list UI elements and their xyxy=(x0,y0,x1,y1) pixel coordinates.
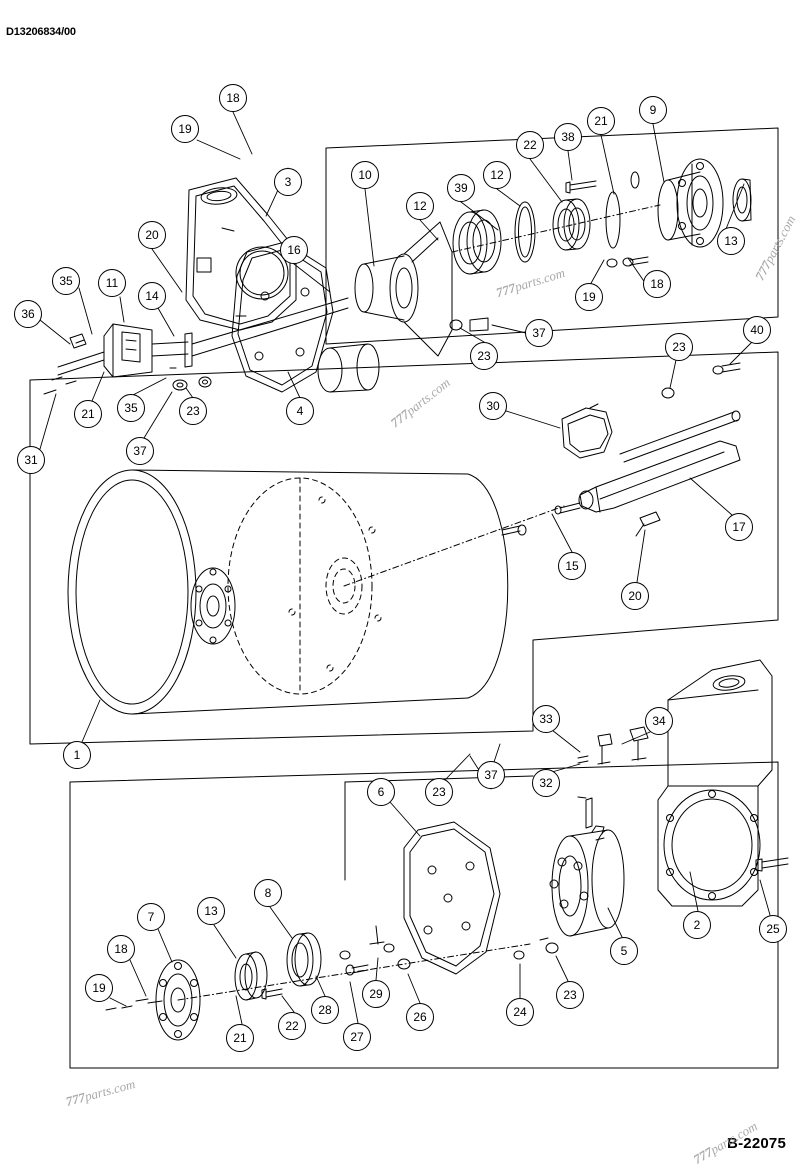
part-balloon-38[interactable]: 38 xyxy=(554,123,582,151)
part-balloon-26[interactable]: 26 xyxy=(406,1003,434,1031)
plate-item4 xyxy=(231,241,334,393)
part-balloon-32[interactable]: 32 xyxy=(532,769,560,797)
part-balloon-22[interactable]: 22 xyxy=(516,131,544,159)
part-balloon-6[interactable]: 6 xyxy=(367,778,395,806)
part-balloon-33[interactable]: 33 xyxy=(532,705,560,733)
part-balloon-14[interactable]: 14 xyxy=(138,282,166,310)
part-balloon-20[interactable]: 20 xyxy=(621,582,649,610)
housing-item2 xyxy=(657,659,789,907)
hub-bottom-left xyxy=(105,925,559,1041)
part-balloon-29[interactable]: 29 xyxy=(362,980,390,1008)
part-balloon-30[interactable]: 30 xyxy=(479,392,507,420)
plate-item6 xyxy=(403,821,501,975)
drawing-code: B-22075 xyxy=(727,1135,786,1152)
shaft-left xyxy=(43,297,349,395)
part-balloon-9[interactable]: 9 xyxy=(639,96,667,124)
part-balloon-17[interactable]: 17 xyxy=(725,513,753,541)
drum-item1 xyxy=(67,469,565,715)
part-balloon-40[interactable]: 40 xyxy=(743,316,771,344)
part-balloon-36[interactable]: 36 xyxy=(14,300,42,328)
part-balloon-22[interactable]: 22 xyxy=(278,1012,306,1040)
part-balloon-21[interactable]: 21 xyxy=(587,107,615,135)
part-balloon-18[interactable]: 18 xyxy=(219,84,247,112)
part-balloon-18[interactable]: 18 xyxy=(107,935,135,963)
part-balloon-7[interactable]: 7 xyxy=(137,903,165,931)
part-balloon-37[interactable]: 37 xyxy=(525,319,553,347)
part-balloon-5[interactable]: 5 xyxy=(610,937,638,965)
motor-item5 xyxy=(549,726,649,937)
part-balloon-4[interactable]: 4 xyxy=(286,397,314,425)
part-balloon-2[interactable]: 2 xyxy=(683,911,711,939)
roller-small xyxy=(317,343,380,393)
part-balloon-10[interactable]: 10 xyxy=(351,161,379,189)
part-balloon-8[interactable]: 8 xyxy=(254,879,282,907)
part-balloon-28[interactable]: 28 xyxy=(311,996,339,1024)
part-balloon-23[interactable]: 23 xyxy=(470,342,498,370)
part-balloon-1[interactable]: 1 xyxy=(63,741,91,769)
part-balloon-19[interactable]: 19 xyxy=(85,974,113,1002)
part-balloon-23[interactable]: 23 xyxy=(665,333,693,361)
part-balloon-21[interactable]: 21 xyxy=(226,1024,254,1052)
part-balloon-25[interactable]: 25 xyxy=(759,915,787,943)
part-balloon-13[interactable]: 13 xyxy=(197,897,225,925)
part-balloon-11[interactable]: 11 xyxy=(98,269,126,297)
frame-middle xyxy=(29,351,779,745)
part-balloon-20[interactable]: 20 xyxy=(138,221,166,249)
part-balloon-3[interactable]: 3 xyxy=(274,168,302,196)
part-balloon-15[interactable]: 15 xyxy=(558,552,586,580)
bracket-item3 xyxy=(185,177,297,331)
cap-item30 xyxy=(561,403,613,459)
part-balloon-39[interactable]: 39 xyxy=(447,174,475,202)
leader-lines xyxy=(39,111,771,1025)
part-balloon-19[interactable]: 19 xyxy=(575,283,603,311)
part-balloon-35[interactable]: 35 xyxy=(52,267,80,295)
hub-item10 xyxy=(354,221,453,357)
part-balloon-21[interactable]: 21 xyxy=(74,400,102,428)
part-balloon-34[interactable]: 34 xyxy=(645,707,673,735)
part-balloon-16[interactable]: 16 xyxy=(280,236,308,264)
part-balloon-13[interactable]: 13 xyxy=(717,227,745,255)
frame-top xyxy=(325,127,779,345)
part-balloon-23[interactable]: 23 xyxy=(425,778,453,806)
part-balloon-37[interactable]: 37 xyxy=(477,761,505,789)
document-code: D13206834/00 xyxy=(6,26,76,38)
part-balloon-31[interactable]: 31 xyxy=(17,446,45,474)
part-balloon-18[interactable]: 18 xyxy=(643,270,671,298)
block-item11 xyxy=(103,323,153,378)
actuator-item17 xyxy=(501,410,741,537)
seals-group xyxy=(451,158,752,275)
part-balloon-24[interactable]: 24 xyxy=(506,998,534,1026)
part-balloon-27[interactable]: 27 xyxy=(343,1023,371,1051)
part-balloon-37[interactable]: 37 xyxy=(126,437,154,465)
part-balloon-35[interactable]: 35 xyxy=(117,394,145,422)
part-balloon-12[interactable]: 12 xyxy=(483,161,511,189)
part-balloon-23[interactable]: 23 xyxy=(556,981,584,1009)
part-balloon-12[interactable]: 12 xyxy=(406,192,434,220)
part-balloon-23[interactable]: 23 xyxy=(179,397,207,425)
part-balloon-19[interactable]: 19 xyxy=(171,115,199,143)
